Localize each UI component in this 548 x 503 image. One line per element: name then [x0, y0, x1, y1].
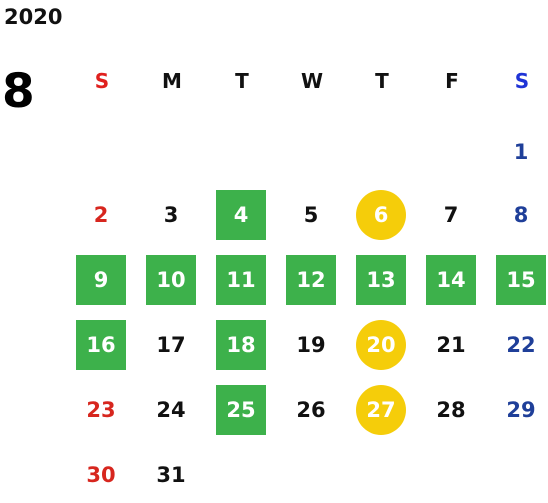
- day-cell[interactable]: 8: [513, 203, 529, 227]
- weekday-monday: M: [162, 69, 182, 93]
- day-cell[interactable]: 20: [356, 320, 406, 370]
- day-cell[interactable]: 16: [76, 320, 126, 370]
- day-cell[interactable]: 26: [296, 398, 326, 422]
- weekday-thursday: T: [375, 69, 389, 93]
- month-number: 8: [2, 64, 35, 119]
- day-cell[interactable]: 14: [426, 255, 476, 305]
- day-cell[interactable]: 5: [303, 203, 319, 227]
- year-label: 2020: [4, 5, 63, 29]
- day-cell[interactable]: 2: [93, 203, 109, 227]
- day-cell[interactable]: 17: [156, 333, 186, 357]
- day-cell[interactable]: 4: [216, 190, 266, 240]
- weekday-sunday: S: [94, 69, 110, 93]
- day-cell[interactable]: 13: [356, 255, 406, 305]
- day-cell[interactable]: 29: [506, 398, 536, 422]
- weekday-tuesday: T: [235, 69, 249, 93]
- day-cell[interactable]: 18: [216, 320, 266, 370]
- day-cell[interactable]: 3: [163, 203, 179, 227]
- day-cell[interactable]: 30: [86, 463, 116, 487]
- weekday-saturday: S: [514, 69, 530, 93]
- day-cell[interactable]: 12: [286, 255, 336, 305]
- day-cell[interactable]: 21: [436, 333, 466, 357]
- day-cell[interactable]: 6: [356, 190, 406, 240]
- day-cell[interactable]: 10: [146, 255, 196, 305]
- day-cell[interactable]: 22: [506, 333, 536, 357]
- day-cell[interactable]: 11: [216, 255, 266, 305]
- day-cell[interactable]: 25: [216, 385, 266, 435]
- day-cell[interactable]: 19: [296, 333, 326, 357]
- day-cell[interactable]: 31: [156, 463, 186, 487]
- weekday-friday: F: [445, 69, 459, 93]
- day-cell[interactable]: 15: [496, 255, 546, 305]
- weekday-wednesday: W: [300, 69, 324, 93]
- day-cell[interactable]: 9: [76, 255, 126, 305]
- day-cell[interactable]: 7: [443, 203, 459, 227]
- day-cell[interactable]: 23: [86, 398, 116, 422]
- day-cell[interactable]: 28: [436, 398, 466, 422]
- day-cell[interactable]: 27: [356, 385, 406, 435]
- day-cell[interactable]: 24: [156, 398, 186, 422]
- day-cell[interactable]: 1: [513, 140, 529, 164]
